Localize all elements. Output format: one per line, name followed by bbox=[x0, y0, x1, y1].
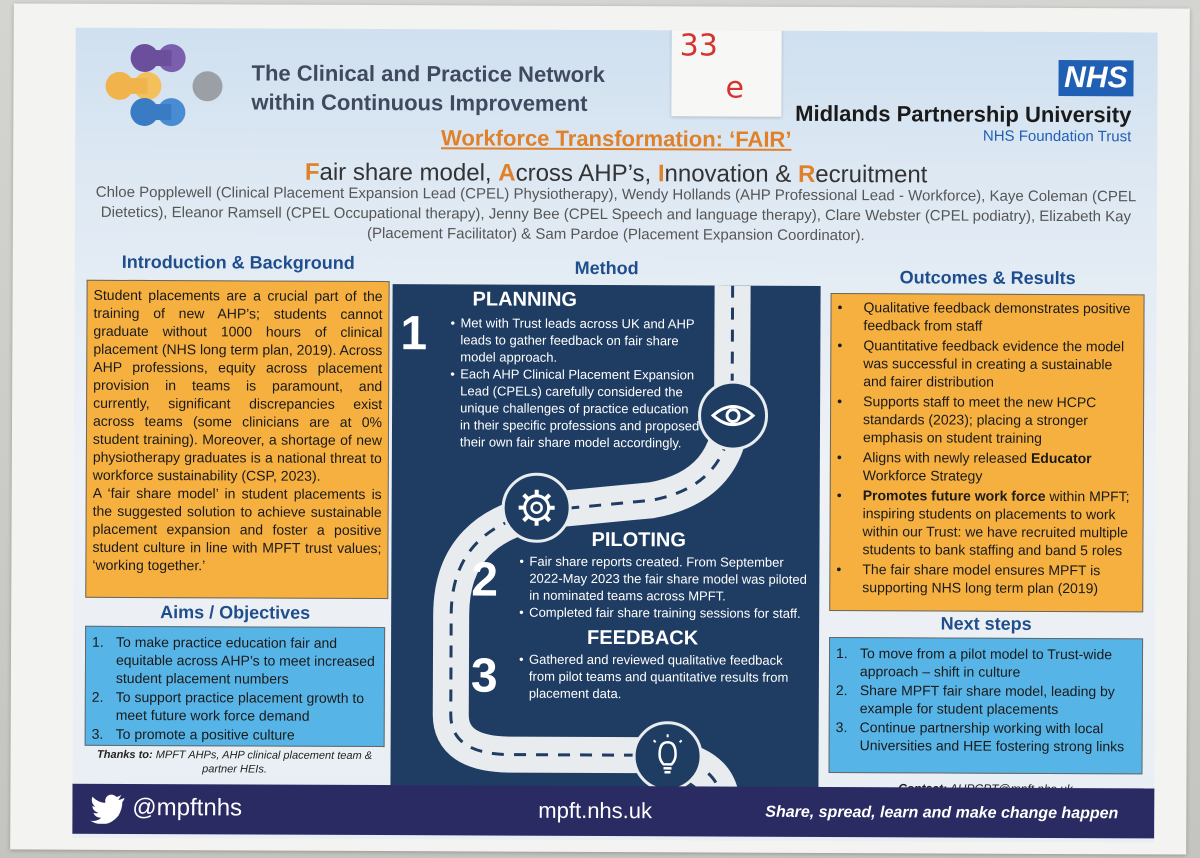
subtitle-letter-a: A bbox=[498, 159, 516, 187]
sticky-note-letter: e bbox=[725, 70, 745, 106]
method-heading: Method bbox=[574, 257, 639, 279]
outcome-item: •Aligns with newly released Educator Wor… bbox=[836, 449, 1092, 484]
next-step-number: 2. bbox=[835, 682, 848, 699]
aims-box: 1. To make practice education fair and eq… bbox=[84, 625, 386, 748]
piloting-number: 2 bbox=[471, 553, 499, 607]
org-title-line1: The Clinical and Practice Network bbox=[251, 60, 605, 88]
aims-item: 3. To promote a positive culture bbox=[92, 725, 378, 744]
subtitle-f-rest: air share model, bbox=[319, 158, 499, 187]
feedback-item: Gathered and reviewed qualitative feedba… bbox=[519, 651, 799, 703]
planning-item: Met with Trust leads across UK and AHP l… bbox=[450, 314, 700, 366]
subtitle-letter-f: F bbox=[304, 158, 320, 186]
intro-box: Student placements are a crucial part of… bbox=[85, 279, 390, 600]
next-step-text: Share MPFT fair share model, leading by … bbox=[859, 682, 1115, 718]
subtitle-a-rest: cross AHP’s, bbox=[515, 159, 658, 188]
network-logo-icon bbox=[105, 44, 223, 127]
piloting-text: Fair share reports created. From Septemb… bbox=[519, 553, 809, 622]
sticky-note-number: 33 bbox=[679, 28, 718, 64]
intro-paragraph-2: A ‘fair share model’ in student placemen… bbox=[92, 484, 382, 574]
outcome-text: Aligns with newly released bbox=[862, 449, 1032, 466]
intro-paragraph-1: Student placements are a crucial part of… bbox=[92, 286, 383, 484]
outcome-text: Supports staff to meet the new HCPC stan… bbox=[862, 393, 1097, 446]
subtitle-r-rest: ecruitment bbox=[815, 160, 928, 189]
sticky-note: 33 e bbox=[671, 27, 782, 117]
twitter-handle: @mpftnhs bbox=[132, 793, 243, 822]
footer-bar: @mpftnhs mpft.nhs.uk Share, spread, lear… bbox=[72, 783, 1155, 839]
next-steps-box: 1. To move from a pilot model to Trust-wi… bbox=[828, 637, 1144, 775]
trust-name: Midlands Partnership University bbox=[795, 100, 1132, 128]
piloting-item: Completed fair share training sessions f… bbox=[519, 604, 809, 622]
aims-item-number: 1. bbox=[92, 633, 104, 650]
feedback-title: FEEDBACK bbox=[587, 626, 699, 650]
piloting-item: Fair share reports created. From Septemb… bbox=[519, 553, 809, 605]
piloting-title: PILOTING bbox=[591, 528, 687, 552]
next-step-number: 1. bbox=[835, 645, 848, 662]
main-title: Workforce Transformation: ‘FAIR’ bbox=[440, 125, 792, 152]
aims-item-number: 2. bbox=[91, 688, 104, 705]
outcome-text-tail: Workforce Strategy bbox=[862, 467, 983, 484]
poster: The Clinical and Practice Network within… bbox=[72, 27, 1158, 843]
aims-item: 1. To make practice education fair and eq… bbox=[92, 633, 378, 688]
outcome-bold-text: Educator bbox=[1030, 449, 1092, 467]
authors: Chloe Popplewell (Clinical Placement Exp… bbox=[95, 183, 1137, 245]
next-steps-heading: Next steps bbox=[940, 613, 1032, 634]
next-step-item: 3. Continue partnership working with loca… bbox=[836, 718, 1136, 755]
intro-heading: Introduction & Background bbox=[121, 251, 355, 273]
lightbulb-icon bbox=[632, 721, 703, 792]
next-step-text: To move from a pilot model to Trust-wide… bbox=[859, 645, 1113, 680]
method-panel: 1 PLANNING Met with Trust leads across U… bbox=[390, 284, 821, 794]
aims-item: 2. To support practice placement growth t… bbox=[92, 688, 378, 725]
outcomes-heading: Outcomes & Results bbox=[899, 267, 1076, 289]
thanks-text: MPFT AHPs, AHP clinical placement team &… bbox=[152, 749, 373, 776]
outcome-item: •Quantitative feedback evidence the mode… bbox=[837, 337, 1125, 390]
outcome-text: The fair share model ensures MPFT is sup… bbox=[862, 561, 1101, 597]
slogan: Share, spread, learn and make change hap… bbox=[765, 803, 1119, 823]
nhs-logo: NHS bbox=[1058, 59, 1134, 97]
outcome-item: •Qualitative feedback demonstrates posit… bbox=[837, 299, 1131, 334]
outcomes-box: •Qualitative feedback demonstrates posit… bbox=[829, 293, 1145, 613]
next-step-item: 2. Share MPFT fair share model, leading b… bbox=[836, 681, 1136, 718]
subtitle-letter-r: R bbox=[797, 160, 816, 188]
aims-item-text: To make practice education fair and equi… bbox=[115, 633, 375, 687]
aims-item-text: To promote a positive culture bbox=[115, 725, 295, 743]
org-title-line2: within Continuous Improvement bbox=[251, 89, 588, 116]
feedback-text: Gathered and reviewed qualitative feedba… bbox=[519, 651, 799, 703]
twitter-bird-icon bbox=[90, 794, 125, 824]
org-title: The Clinical and Practice Network within… bbox=[251, 58, 605, 118]
gear-icon bbox=[501, 472, 572, 543]
outcome-text: Qualitative feedback demonstrates positi… bbox=[863, 299, 1131, 334]
website: mpft.nhs.uk bbox=[538, 797, 653, 824]
outcome-bold-text: Promotes future work force bbox=[862, 487, 1046, 504]
outcome-item: •Promotes future work force within MPFT;… bbox=[836, 487, 1130, 559]
subtitle-i-rest: nnovation & bbox=[664, 160, 799, 188]
planning-text: Met with Trust leads across UK and AHP l… bbox=[450, 314, 701, 451]
next-step-text: Continue partnership working with local … bbox=[859, 719, 1125, 755]
next-step-number: 3. bbox=[835, 719, 848, 736]
aims-item-text: To support practice placement growth to … bbox=[115, 688, 365, 724]
feedback-number: 3 bbox=[470, 649, 498, 703]
thanks-label: Thanks to: bbox=[97, 748, 153, 762]
outcome-item: •The fair share model ensures MPFT is su… bbox=[836, 561, 1101, 597]
outcome-item: •Supports staff to meet the new HCPC sta… bbox=[837, 393, 1097, 446]
planning-title: PLANNING bbox=[472, 288, 578, 311]
planning-item: Each AHP Clinical Placement Expansion Le… bbox=[450, 365, 700, 451]
aims-item-number: 3. bbox=[91, 725, 104, 742]
paper-sheet: The Clinical and Practice Network within… bbox=[10, 3, 1190, 855]
eye-icon bbox=[697, 380, 769, 451]
next-step-item: 1. To move from a pilot model to Trust-wi… bbox=[836, 644, 1136, 681]
aims-heading: Aims / Objectives bbox=[160, 602, 311, 623]
outcome-text: Quantitative feedback evidence the model… bbox=[863, 337, 1125, 390]
thanks-note: Thanks to: MPFT AHPs, AHP clinical place… bbox=[84, 748, 384, 777]
planning-number: 1 bbox=[400, 307, 428, 361]
